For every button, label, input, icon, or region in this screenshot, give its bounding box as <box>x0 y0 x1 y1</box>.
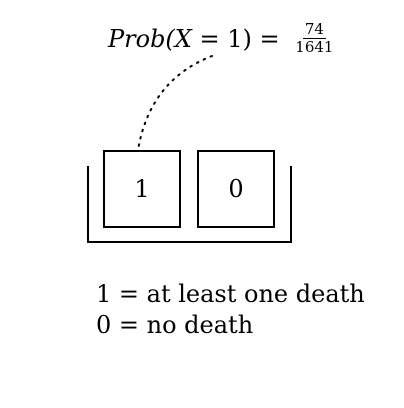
formula-value: 1) <box>227 24 252 53</box>
legend-text: = at least one death <box>111 280 365 308</box>
formula-equals-2: = <box>251 24 288 53</box>
probability-formula: Prob(X = 1) = 74 1641 <box>108 22 335 55</box>
dotted-connector <box>137 55 213 151</box>
fraction-denominator: 1641 <box>295 38 334 56</box>
box-label-1: 1 <box>134 175 150 203</box>
probability-fraction: 74 1641 <box>293 22 335 55</box>
container-bracket <box>87 166 292 243</box>
fraction-numerator: 74 <box>302 20 326 39</box>
legend-symbol: 1 <box>96 280 112 308</box>
legend-symbol: 0 <box>96 311 112 339</box>
formula-equals: = <box>191 24 228 53</box>
legend-item-0: 0 = no death <box>96 312 253 338</box>
box-outcome-0 <box>197 150 275 228</box>
box-label-0: 0 <box>228 175 244 203</box>
box-outcome-1 <box>103 150 181 228</box>
legend-item-1: 1 = at least one death <box>96 281 365 307</box>
legend-text: = no death <box>111 311 254 339</box>
formula-prefix: Prob(X <box>108 24 192 53</box>
